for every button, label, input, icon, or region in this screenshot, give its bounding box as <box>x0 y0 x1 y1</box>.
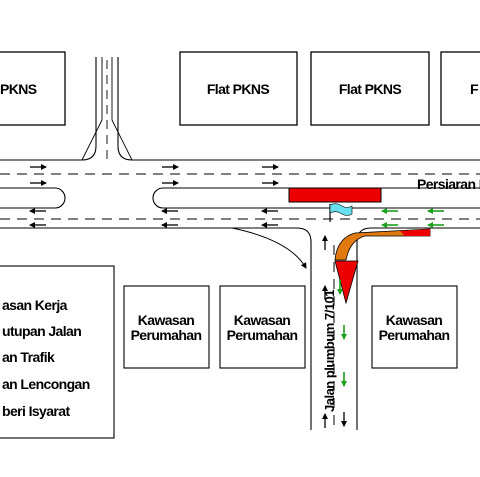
closure-taper-plumbum <box>334 260 359 305</box>
lane-markings <box>0 173 480 220</box>
legend-item-3: an Trafik <box>2 349 55 365</box>
legend-item-1: asan Kerja <box>2 297 68 313</box>
legend-item-5: beri Isyarat <box>2 403 70 419</box>
building-flat-pkns-1 <box>0 51 66 126</box>
building-flat-pkns-3 <box>310 51 430 126</box>
turn-arrow-curve <box>231 227 307 269</box>
housing-area-3-label-1: Kawasan <box>386 312 443 328</box>
diversion-arrows <box>337 208 444 387</box>
median-islands <box>0 187 480 209</box>
housing-area-2-label-1: Kawasan <box>234 312 291 328</box>
building-flat-pkns-3-label: Flat PKNS <box>339 81 402 97</box>
housing-area-1-label-1: Kawasan <box>138 312 195 328</box>
housing-area-1-label-2: Perumahan <box>131 327 202 343</box>
road-closure-median <box>288 187 382 203</box>
legend-item-4: an Lencongan <box>2 376 90 392</box>
housing-area-1 <box>123 285 210 369</box>
housing-area-3 <box>371 285 458 369</box>
building-flat-pkns-1-label: PKNS <box>0 81 37 97</box>
road-label-persiaran: Persiaran I <box>417 176 480 192</box>
flag-icon <box>329 203 353 222</box>
legend-box <box>0 265 115 439</box>
legend-item-2: utupan Jalan <box>2 323 81 339</box>
building-flat-pkns-4-label: F <box>470 81 479 97</box>
building-flat-pkns-4 <box>440 51 480 126</box>
work-zone-red-taper <box>400 229 430 236</box>
building-flat-pkns-2-label: Flat PKNS <box>207 81 270 97</box>
housing-area-3-label-2: Perumahan <box>379 327 450 343</box>
building-flat-pkns-2 <box>179 51 298 126</box>
side-street-top <box>81 57 133 161</box>
traffic-arrows <box>29 164 347 428</box>
housing-area-2-label-2: Perumahan <box>227 327 298 343</box>
housing-area-2 <box>219 285 306 369</box>
road-label-plumbum: Jalan plumbum 7/101 <box>322 290 337 412</box>
